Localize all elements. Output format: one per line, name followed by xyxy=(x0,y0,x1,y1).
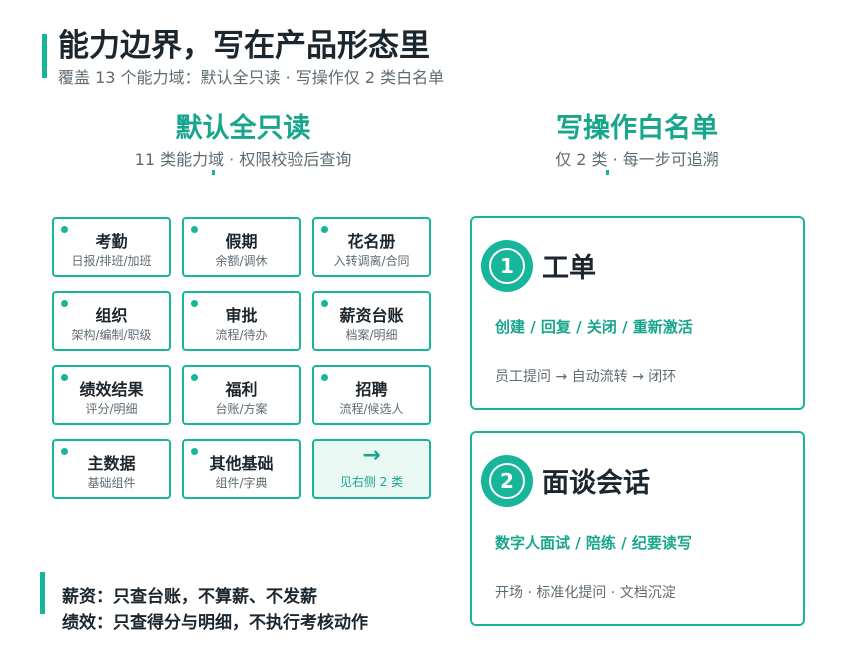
domain-desc: 流程/候选人 xyxy=(339,402,404,416)
domain-name: 主数据 xyxy=(87,454,136,473)
domain-card-performance: 绩效结果 评分/明细 xyxy=(52,365,171,425)
arrow-right-icon: → xyxy=(362,443,381,468)
domain-card-approval: 审批 流程/待办 xyxy=(182,291,301,351)
domain-desc: 组件/字典 xyxy=(215,476,268,490)
domain-card-organization: 组织 架构/编制/职级 xyxy=(52,291,171,351)
bullet-dot xyxy=(61,448,68,455)
notes-accent-bar xyxy=(40,572,45,614)
whitelist-section-marker xyxy=(606,170,609,175)
header-accent-bar xyxy=(42,34,47,78)
bullet-dot xyxy=(191,448,198,455)
domain-card-other-basics: 其他基础 组件/字典 xyxy=(182,439,301,499)
see-right-label: 见右侧 2 类 xyxy=(339,475,404,489)
domain-name: 组织 xyxy=(95,306,128,325)
domain-desc: 余额/调休 xyxy=(215,254,268,268)
domain-name: 薪资台账 xyxy=(339,306,404,325)
domain-name: 招聘 xyxy=(355,380,388,399)
domain-name: 花名册 xyxy=(347,232,396,251)
write-card-interview: 2 面谈会话 数字人面试 / 陪练 / 纪要读写 开场 · 标准化提问 · 文档… xyxy=(470,431,805,626)
readonly-section-subtitle: 11 类能力域 · 权限校验后查询 xyxy=(134,150,352,169)
domain-desc: 架构/编制/职级 xyxy=(71,328,152,342)
badge-number: 2 xyxy=(489,463,525,499)
domain-name: 考勤 xyxy=(95,232,128,251)
card-actions: 数字人面试 / 陪练 / 纪要读写 xyxy=(495,534,692,552)
domain-name: 福利 xyxy=(225,380,258,399)
bullet-dot xyxy=(61,226,68,233)
bullet-dot xyxy=(191,300,198,307)
bullet-dot xyxy=(191,374,198,381)
domain-desc: 入转调离/合同 xyxy=(333,254,410,268)
page-subtitle: 覆盖 13 个能力域：默认全只读 · 写操作仅 2 类白名单 xyxy=(58,68,445,87)
bullet-dot xyxy=(191,226,198,233)
domain-card-recruiting: 招聘 流程/候选人 xyxy=(312,365,431,425)
card-actions: 创建 / 回复 / 关闭 / 重新激活 xyxy=(495,318,693,336)
domain-card-benefits: 福利 台账/方案 xyxy=(182,365,301,425)
domain-card-payroll: 薪资台账 档案/明细 xyxy=(312,291,431,351)
domain-name: 其他基础 xyxy=(209,454,274,473)
domain-name: 审批 xyxy=(225,306,258,325)
bullet-dot xyxy=(61,300,68,307)
write-card-ticket: 1 工单 创建 / 回复 / 关闭 / 重新激活 员工提问 → 自动流转 → 闭… xyxy=(470,216,805,410)
domain-desc: 台账/方案 xyxy=(215,402,268,416)
bullet-dot xyxy=(321,226,328,233)
see-right-card: → 见右侧 2 类 xyxy=(312,439,431,499)
domain-card-leave: 假期 余额/调休 xyxy=(182,217,301,277)
bullet-dot xyxy=(61,374,68,381)
domain-name: 假期 xyxy=(225,232,258,251)
number-badge-icon: 2 xyxy=(481,455,533,507)
note-performance: 绩效：只查得分与明细，不执行考核动作 xyxy=(62,613,368,633)
domain-desc: 日报/排班/加班 xyxy=(71,254,152,268)
whitelist-section-subtitle: 仅 2 类 · 每一步可追溯 xyxy=(555,150,719,169)
domain-desc: 评分/明细 xyxy=(85,402,138,416)
card-flow: 员工提问 → 自动流转 → 闭环 xyxy=(495,369,677,385)
bullet-dot xyxy=(321,300,328,307)
number-badge-icon: 1 xyxy=(481,240,533,292)
domain-card-roster: 花名册 入转调离/合同 xyxy=(312,217,431,277)
domain-card-master-data: 主数据 基础组件 xyxy=(52,439,171,499)
domain-desc: 基础组件 xyxy=(87,476,136,490)
readonly-section-title: 默认全只读 xyxy=(175,113,311,144)
page-title: 能力边界，写在产品形态里 xyxy=(58,28,430,64)
bullet-dot xyxy=(321,374,328,381)
whitelist-section-title: 写操作白名单 xyxy=(556,113,718,144)
card-title: 面谈会话 xyxy=(542,468,650,499)
domain-name: 绩效结果 xyxy=(79,380,144,399)
readonly-section-marker xyxy=(212,170,215,175)
domain-desc: 流程/待办 xyxy=(215,328,268,342)
note-payroll: 薪资：只查台账，不算薪、不发薪 xyxy=(62,587,317,607)
domain-card-attendance: 考勤 日报/排班/加班 xyxy=(52,217,171,277)
badge-number: 1 xyxy=(489,248,525,284)
card-title: 工单 xyxy=(542,253,596,284)
card-flow: 开场 · 标准化提问 · 文档沉淀 xyxy=(495,585,676,601)
domain-desc: 档案/明细 xyxy=(345,328,398,342)
